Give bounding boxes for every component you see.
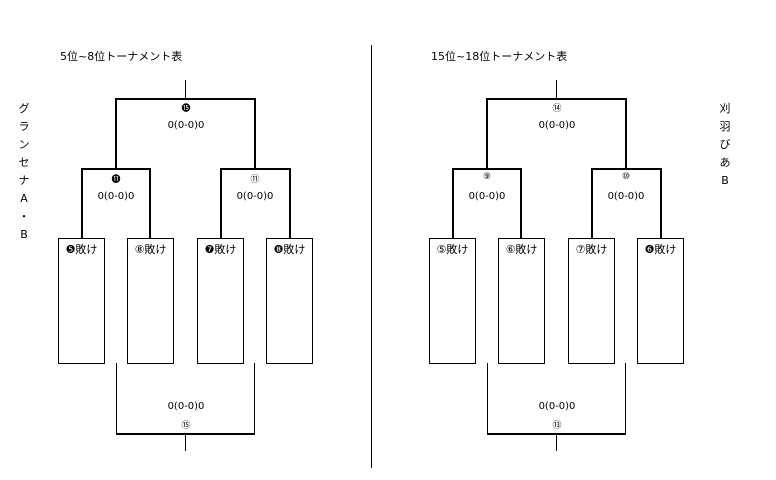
right-semi2-bar (591, 168, 661, 170)
right-semi1-match-no: ⑨ (482, 172, 492, 182)
left-entrant-label-4: ❽敗け (273, 243, 306, 256)
right-place-stem (556, 433, 557, 451)
right-final-stem (556, 80, 557, 99)
left-place-match-no: ⑮ (181, 421, 191, 431)
left-bracket-title: 5位~8位トーナメント表 (60, 50, 183, 63)
left-entrant-box-3 (197, 238, 244, 364)
left-semi2-match-no: ⑪ (250, 175, 260, 185)
left-venue-char: グ (18, 102, 30, 115)
left-place-stem (185, 433, 186, 451)
left-semi1-drop-left (81, 168, 83, 240)
right-entrant-label-4: ❻敗け (644, 243, 677, 256)
right-place-drop-left (487, 363, 488, 435)
right-entrant-box-4 (637, 238, 684, 364)
left-semi2-bar (220, 168, 290, 170)
right-entrant-label-1: ⑤敗け (436, 243, 469, 256)
left-entrant-box-1 (58, 238, 105, 364)
right-entrant-box-2 (498, 238, 545, 364)
right-semi1-drop-right (520, 168, 522, 240)
left-final-score: 0(0-0)0 (167, 120, 205, 131)
right-place-score: 0(0-0)0 (538, 401, 576, 412)
right-semi2-score: 0(0-0)0 (607, 191, 645, 202)
right-final-score: 0(0-0)0 (538, 120, 576, 131)
left-venue-char: ナ (18, 174, 30, 187)
right-final-drop-left (486, 98, 488, 170)
left-entrant-label-1: ❺敗け (65, 243, 98, 256)
left-final-drop-right (254, 98, 256, 170)
left-final-stem (185, 80, 186, 99)
right-semi2-drop-left (591, 168, 593, 240)
right-bracket-title: 15位~18位トーナメント表 (431, 50, 568, 63)
center-divider (371, 45, 372, 468)
left-venue-label: グ ラ ン セ ナ A ・ B (17, 100, 31, 244)
left-venue-char: B (20, 228, 28, 241)
left-semi1-score: 0(0-0)0 (97, 191, 135, 202)
right-semi1-bar (452, 168, 522, 170)
left-place-drop-left (116, 363, 117, 435)
left-semi2-drop-left (220, 168, 222, 240)
right-venue-label: 刈 羽 び あ B (718, 100, 732, 190)
right-venue-char: 刈 (719, 102, 731, 115)
left-semi1-bar (81, 168, 151, 170)
left-final-match-no: ⓯ (181, 104, 191, 114)
left-entrant-label-2: ⑧敗け (134, 243, 167, 256)
left-place-score: 0(0-0)0 (167, 401, 205, 412)
right-entrant-box-3 (568, 238, 615, 364)
right-venue-char: あ (719, 156, 731, 169)
left-venue-char: セ (18, 156, 30, 169)
left-venue-char: ・ (18, 210, 30, 223)
right-semi1-drop-left (452, 168, 454, 240)
left-semi1-drop-right (149, 168, 151, 240)
left-entrant-label-3: ❼敗け (204, 243, 237, 256)
right-semi2-drop-right (660, 168, 662, 240)
right-venue-char: び (719, 138, 731, 151)
right-place-drop-right (625, 363, 626, 435)
right-entrant-box-1 (429, 238, 476, 364)
left-entrant-box-2 (127, 238, 174, 364)
left-semi2-score: 0(0-0)0 (236, 191, 274, 202)
left-venue-char: ラ (18, 120, 30, 133)
left-final-drop-left (115, 98, 117, 170)
right-semi2-match-no: ⑩ (621, 172, 631, 182)
left-semi2-drop-right (289, 168, 291, 240)
right-venue-char: 羽 (719, 120, 731, 133)
right-entrant-label-3: ⑦敗け (575, 243, 608, 256)
right-final-drop-right (625, 98, 627, 170)
right-final-bar (486, 98, 627, 100)
right-entrant-label-2: ⑥敗け (505, 243, 538, 256)
left-entrant-box-4 (266, 238, 313, 364)
right-semi1-score: 0(0-0)0 (468, 191, 506, 202)
left-place-drop-right (254, 363, 255, 435)
left-semi1-match-no: ⓫ (111, 175, 121, 185)
left-final-bar (115, 98, 256, 100)
right-venue-char: B (721, 174, 729, 187)
right-place-match-no: ⑬ (552, 421, 562, 431)
left-venue-char: ン (18, 138, 30, 151)
right-final-match-no: ⑭ (552, 104, 562, 114)
left-venue-char: A (20, 192, 28, 205)
